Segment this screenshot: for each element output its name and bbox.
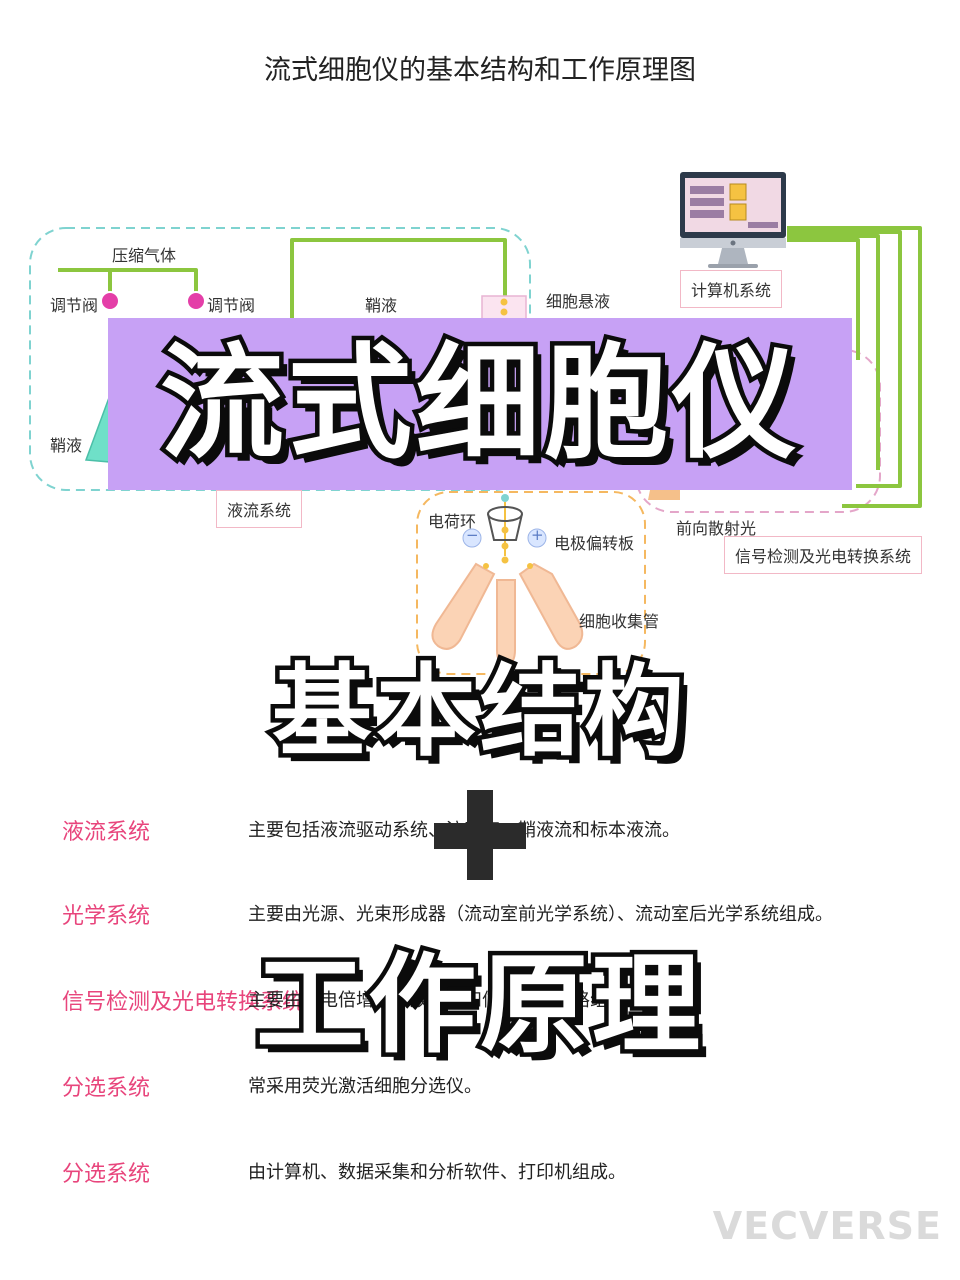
sheath-pipe bbox=[290, 238, 507, 320]
watermark: VECVERSE bbox=[712, 1204, 942, 1248]
plus-sign: + bbox=[531, 526, 544, 544]
computer-link-1 bbox=[787, 226, 922, 508]
valve-right-icon bbox=[186, 291, 206, 311]
sheath-left-label: 鞘液 bbox=[50, 436, 83, 455]
droplet-right bbox=[527, 563, 533, 569]
row-desc-4: 常采用荧光激活细胞分选仪。 bbox=[248, 1076, 482, 1097]
collection-tube-label: 细胞收集管 bbox=[579, 612, 660, 631]
collection-tubes-icon bbox=[431, 562, 584, 666]
sorting-system-outline bbox=[416, 491, 646, 675]
charge-ring-icon bbox=[487, 494, 523, 564]
pipes bbox=[58, 226, 922, 508]
page-title: 流式细胞仪的基本结构和工作原理图 bbox=[264, 55, 696, 86]
plus-icon bbox=[430, 790, 530, 880]
gas-pipe bbox=[58, 268, 198, 300]
minus-sign: − bbox=[466, 526, 479, 544]
row-term-1: 液流系统 bbox=[62, 820, 151, 845]
signal-system-box: 信号检测及光电转换系统 bbox=[724, 536, 923, 574]
subtitle-basic-structure: 基本结构 bbox=[268, 649, 689, 775]
row-term-2: 光学系统 bbox=[62, 904, 151, 929]
fluid-system-outline bbox=[29, 227, 531, 491]
valve-left-icon bbox=[100, 291, 120, 311]
computer-link-4 bbox=[787, 238, 860, 360]
row-term-5: 分选系统 bbox=[62, 1162, 151, 1187]
valve-left-label: 调节阀 bbox=[50, 296, 99, 315]
electrode-plate-label: 电极偏转板 bbox=[554, 534, 635, 553]
row-term-4: 分选系统 bbox=[62, 1076, 151, 1101]
subtitle-working-principle: 工作原理 bbox=[251, 939, 704, 1073]
row-term-3: 信号检测及光电转换系统 bbox=[62, 990, 305, 1015]
flow-cell-icon bbox=[481, 295, 527, 321]
forward-scatter-label: 前向散射光 bbox=[676, 519, 757, 538]
computer-link-2 bbox=[787, 230, 902, 488]
fluid-system-box: 液流系统 bbox=[216, 490, 303, 528]
row-desc-2: 主要由光源、光束形成器（流动室前光学系统）、流动室后光学系统组成。 bbox=[248, 904, 833, 925]
computer-system-box: 计算机系统 bbox=[680, 270, 783, 308]
banner-title: 流式细胞仪 bbox=[155, 328, 800, 481]
valve-right-label: 调节阀 bbox=[207, 296, 256, 315]
deflection-plates-icon bbox=[462, 528, 547, 548]
cell-suspension-label: 细胞悬液 bbox=[546, 292, 611, 311]
droplet-left bbox=[483, 563, 489, 569]
computer-icon bbox=[680, 172, 786, 268]
sheath-top-label: 鞘液 bbox=[365, 296, 398, 315]
charge-ring-label: 电荷环 bbox=[428, 512, 477, 531]
sheath-flask-icon bbox=[84, 394, 111, 463]
title-banner bbox=[108, 318, 852, 490]
row-desc-3: 主要由光电倍增管、放大器和信号处理电路组成。 bbox=[248, 990, 644, 1011]
compressed-gas-label: 压缩气体 bbox=[112, 246, 177, 265]
computer-link-3 bbox=[787, 234, 880, 470]
row-desc-5: 由计算机、数据采集和分析软件、打印机组成。 bbox=[248, 1162, 626, 1183]
